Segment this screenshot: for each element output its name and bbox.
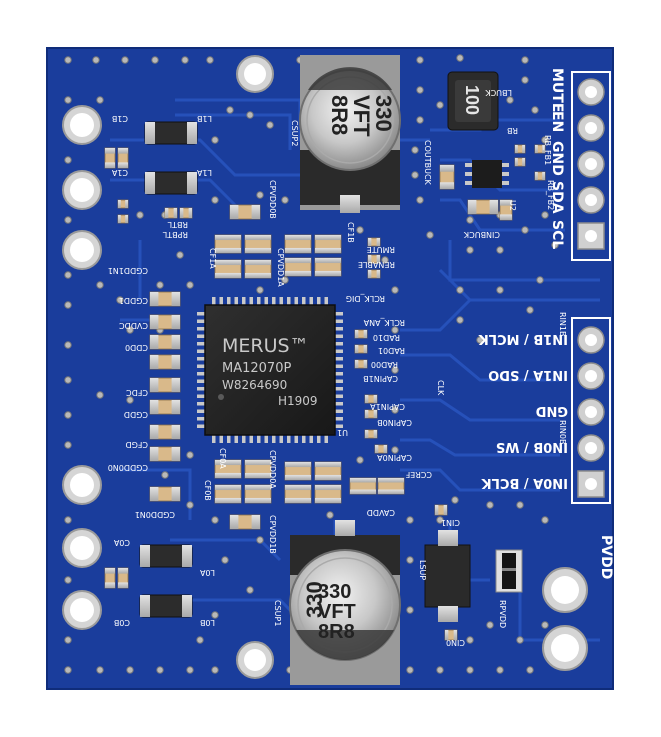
silk-label-cin0: CIN0 [446,638,465,647]
silk-label-cgdd: CGDD [124,410,148,419]
silk-label-c0a: C0A [113,538,130,547]
silk-label-coutbuck: COUTBUCK [423,140,432,186]
silk-label-renable: RENABLE [358,260,395,269]
chip-date: H1909 [278,394,318,408]
silk-label-u2: U2 [508,200,517,211]
silk-label-cpvdd0b: CPVDD0B [268,180,277,219]
inductor-lsup [424,530,471,622]
silk-label-cpvdd1a: CPVDD1A [276,248,285,287]
silk-label-cap1n0a: CAPIN0A [377,453,412,462]
audio-pin-label: GND [535,403,568,418]
silk-label-l1b: L1B [197,114,212,123]
pvdd-label: PVDD [598,535,614,579]
capacitor-csup2: 330 VFT 8R8 [299,55,401,213]
silk-label-cf1a: CF1A [208,248,217,269]
output-inductors [139,121,198,618]
chip-part: MA12070P [222,361,291,376]
audio-pin-label: IN1A / SDO [488,367,568,382]
silk-label-rpvdd: RPVDD [498,600,507,628]
cap-top-code: 8R8 [327,95,352,135]
silk-label-rin1b: RIN1B [558,312,567,336]
silk-label-cap1n0b: CAPIN0B [377,418,412,427]
silk-label-lsup: LSUP [418,560,427,580]
buck-regulator-u2 [465,160,509,188]
inductor-value: 100 [462,85,482,115]
silk-label-cf1b: CF1B [346,222,355,243]
mounting-holes [62,55,588,679]
diode-rpvdd [495,549,523,593]
control-pin-label: GND [549,141,565,176]
silk-label-cinbuck: CINBUCK [463,230,500,239]
chip-lot: W8264690 [222,378,287,392]
silk-label-cf0a: CF0A [218,448,227,469]
silk-label-cfdc: CFDC [126,388,148,397]
silk-label-c1b: C1B [112,114,128,123]
control-pin-label: SCL [549,220,565,249]
silk-label-lbuck: LBUCK [485,88,512,97]
audio-pin-label: IN0B / WS [496,439,568,454]
silk-label-rb_fb2: RB_FB2 [546,180,555,210]
vias [64,54,559,674]
silk-label-rad00: RAD00 [371,360,398,369]
silk-label-cfgd: CFGD [125,440,148,449]
silk-label-cgdd0n1: CGDD0N1 [135,510,175,519]
silk-label-c0b: C0B [114,618,130,627]
silk-label-clk: CLK [436,380,445,396]
smd-components [104,144,546,641]
silk-label-l0b: L0B [200,618,215,627]
control-header [571,71,611,261]
silk-label-csup1: CSUP1 [273,600,282,626]
silk-label-cpvdd0a: CPVDD0A [268,450,277,489]
silk-label-cgdd0n0: CGDD0N0 [108,463,148,472]
silk-label-cdd0: CDD0 [125,343,148,352]
silk-label-cap1n1a: CAPIN1A [370,402,405,411]
control-pin-label: EN [549,111,565,132]
silk-label-c1a: C1A [111,168,128,177]
silk-label-ccref: CCREF [405,470,432,479]
silk-label-rad01: RAD01 [378,346,405,355]
cap-top-value: 330 [371,95,396,132]
cap-bottom-value-h: 330 [318,581,351,603]
capacitor-csup1: 330 330 VFT 8R8 [289,520,401,685]
cap-bottom-code: 8R8 [318,621,355,643]
silk-label-rin0b: RIN0B [558,420,567,444]
silk-label-cf0b: CF0B [203,480,212,501]
silk-label-rpbtl: RPBTL [162,230,188,239]
amplifier-chip: MERUS™ MA12070P W8264690 H1909 [197,297,343,443]
silk-label-rad10: RAD10 [373,333,400,342]
silk-label-rclk_dig: RCLK_DIG [346,294,385,303]
silk-label-cgdd1: CGDD1 [119,296,148,305]
silk-label-csup2: CSUP2 [290,120,299,146]
control-header-name: PCTRL [615,250,625,278]
inductor-lbuck: 100 [447,71,499,131]
silk-label-l0a: L0A [199,568,215,577]
cap-bottom-value: 330 [302,581,327,618]
silk-label-cvddc: CVDDC [119,321,148,330]
silk-label-l1a: L1A [196,168,212,177]
cap-top-series: VFT [349,95,374,137]
cap-bottom-series: VFT [318,601,356,623]
audio-pin-label: IN1B / MCLK [478,331,568,346]
audio-pin-label: IN0A / BCLK [481,475,568,490]
silk-label-cavdd: CAVDD [367,508,395,517]
silk-label-rbtl: RBTL [167,220,188,229]
chip-brand: MERUS™ [222,335,309,357]
silk-label-rmute: RMUTE [367,245,395,254]
silk-label-cin1: CIN1 [441,518,460,527]
silk-label-rclk_ana: RCLK_ANA [363,318,405,327]
audio-header [571,317,611,504]
silk-label-cap1n1b: CAPIN1B [363,374,398,383]
audio-header-name: PAUDIO [615,495,625,529]
silkscreen: MUTEEN GND SDA SCL PCTRL IN1B / MCLK IN1A / … [108,68,625,647]
silk-label-cpvdd1b: CPVDD1B [268,515,277,554]
silk-label-u1: U1 [337,428,348,437]
silk-label-cgdd1n1: CGDD1N1 [108,266,148,275]
silk-label-rb_fb1: RB_FB1 [543,135,552,165]
control-pin-label: MUTE [549,68,565,112]
control-pin-label: SDA [549,181,565,214]
svg-text:MUTEENGNDSDASCL: MUTEEN GND SDA SCL [549,68,565,249]
silk-label-rb: RB [507,126,518,135]
